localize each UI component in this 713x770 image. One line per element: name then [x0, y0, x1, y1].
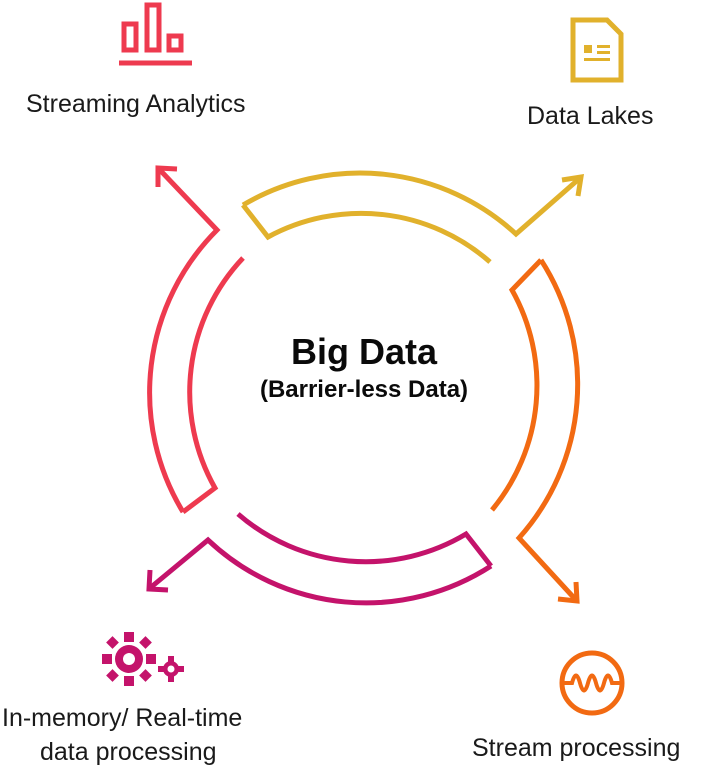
orange-inner-arc	[490, 258, 543, 512]
magenta-inner-arc	[236, 512, 493, 568]
arrow-stream-processing	[515, 258, 581, 602]
gears-icon	[102, 632, 184, 686]
bar-chart-icon	[119, 2, 192, 66]
arrowhead-data-lakes	[561, 173, 585, 197]
in-memory-label-line1: In-memory/ Real-time	[2, 704, 243, 732]
arrowhead-stream-processing	[557, 581, 580, 604]
red-inner-arc	[181, 256, 245, 514]
in-memory-label-line2: data processing	[40, 738, 217, 766]
arrow-data-lakes	[241, 170, 582, 238]
arrowhead-streaming-analytics	[155, 165, 178, 187]
arrow-in-memory	[148, 536, 493, 606]
waveform-icon	[559, 650, 625, 716]
streaming-analytics-label: Streaming Analytics	[26, 90, 246, 118]
arrowhead-in-memory	[146, 569, 169, 593]
stream-processing-label: Stream processing	[472, 734, 681, 762]
document-icon	[570, 17, 624, 83]
yellow-inner-arc	[241, 203, 492, 264]
center-subtitle: (Barrier-less Data)	[259, 376, 469, 403]
center-title: Big Data	[290, 331, 438, 372]
data-lakes-label: Data Lakes	[527, 102, 654, 130]
arrow-streaming-analytics	[147, 167, 221, 514]
